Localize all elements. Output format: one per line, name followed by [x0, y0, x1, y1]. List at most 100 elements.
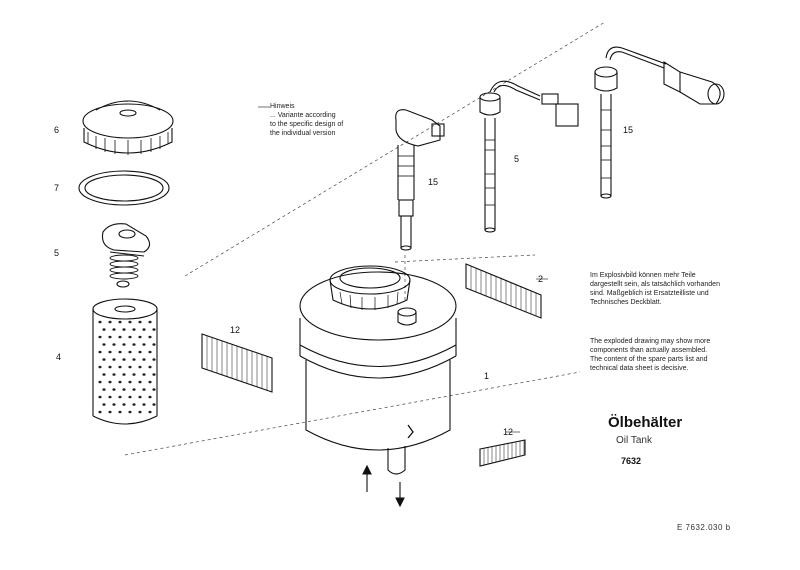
version-note: Hinweis ... Variante according to the sp…	[270, 103, 344, 137]
filter-hole	[138, 410, 142, 414]
filter-hole	[102, 328, 106, 331]
filter-hole	[118, 320, 122, 324]
filter-hole	[132, 373, 136, 376]
filter-hole	[128, 365, 132, 369]
filter-hole	[148, 395, 152, 399]
filter-hole	[142, 388, 146, 391]
filter-hole	[112, 358, 116, 361]
filter-hole	[138, 350, 142, 354]
filter-hole	[102, 373, 106, 376]
diagram-title: Ölbehälter	[608, 414, 683, 431]
filter-hole	[122, 343, 126, 346]
filter-hole	[98, 335, 102, 339]
note-german: Im Explosivbild können mehr Teile darges…	[590, 272, 720, 306]
sensor-part-5-middle	[479, 80, 579, 233]
filter-hole	[98, 410, 102, 414]
valve-spring-part-5	[101, 223, 151, 288]
filter-hole	[118, 410, 122, 414]
filter-hole	[102, 403, 106, 406]
filter-hole	[98, 320, 102, 324]
part-label-5: 5	[54, 248, 60, 258]
diagram-subtitle: Oil Tank	[616, 435, 652, 446]
part-label-4: 4	[56, 352, 62, 362]
filter-hole	[142, 358, 146, 361]
filter-hole	[148, 380, 152, 384]
filter-hole	[122, 388, 126, 391]
note-english: The exploded drawing may show more compo…	[590, 338, 711, 372]
filter-hole	[138, 335, 142, 339]
filter-hole	[152, 388, 156, 391]
seal-ring-part-7	[78, 170, 170, 206]
filter-hole	[138, 320, 142, 324]
cap-part-6	[82, 100, 174, 155]
filter-hole	[108, 350, 112, 354]
filter-hole	[128, 410, 132, 414]
filter-hole	[98, 395, 102, 399]
filter-hole	[102, 388, 106, 391]
image-reference: E 7632.030 b	[677, 523, 731, 532]
filter-hole	[128, 380, 132, 384]
filter-hole	[138, 380, 142, 384]
label-plate-bottom	[479, 439, 526, 467]
oil-tank-part-1	[299, 265, 457, 508]
filter-hole	[112, 343, 116, 346]
diagram-code: 7632	[621, 456, 642, 466]
filter-hole	[148, 350, 152, 354]
filter-hole	[132, 358, 136, 361]
filter-hole	[148, 365, 152, 369]
filter-hole	[128, 395, 132, 399]
filter-hole	[128, 320, 132, 324]
filter-hole	[98, 365, 102, 369]
part-label-6: 6	[54, 125, 60, 135]
leader-lines	[258, 106, 548, 433]
filter-hole	[112, 373, 116, 376]
filter-hole	[112, 403, 116, 406]
part-label-5-right: 5	[514, 154, 520, 164]
filter-hole	[132, 328, 136, 331]
filter-hole	[108, 320, 112, 324]
filter-hole	[112, 328, 116, 331]
level-sensor-part-15-left	[395, 109, 445, 251]
part-label-2: 2	[538, 274, 544, 284]
filter-hole	[142, 328, 146, 331]
filter-hole	[152, 373, 156, 376]
part-label-15-middle: 15	[428, 177, 439, 187]
filter-hole	[98, 350, 102, 354]
sensor-part-15-right	[594, 46, 725, 199]
filter-hole	[138, 395, 142, 399]
filter-hole	[132, 403, 136, 406]
filter-hole	[148, 320, 152, 324]
filter-hole	[108, 395, 112, 399]
filter-hole	[152, 328, 156, 331]
filter-hole	[138, 365, 142, 369]
filter-hole	[148, 410, 152, 414]
filter-hole	[152, 343, 156, 346]
label-plate-right	[465, 263, 542, 319]
filter-hole	[118, 350, 122, 354]
filter-hole	[128, 350, 132, 354]
filter-hole	[152, 403, 156, 406]
filter-hole	[102, 343, 106, 346]
filter-hole	[118, 335, 122, 339]
part-label-1: 1	[484, 371, 490, 381]
filter-hole	[122, 403, 126, 406]
filter-hole	[118, 365, 122, 369]
filter-hole	[108, 380, 112, 384]
filter-hole	[152, 358, 156, 361]
filter-hole	[122, 358, 126, 361]
filter-hole	[128, 335, 132, 339]
filter-hole	[108, 335, 112, 339]
filter-hole	[108, 410, 112, 414]
guide-lines	[124, 21, 606, 456]
filter-hole	[98, 380, 102, 384]
filter-hole	[108, 365, 112, 369]
part-label-12-bottom: 12	[503, 427, 514, 437]
filter-hole	[132, 388, 136, 391]
part-label-12-left: 12	[230, 325, 241, 335]
filter-hole	[118, 395, 122, 399]
filter-hole	[148, 335, 152, 339]
label-plate-left	[201, 333, 273, 393]
filter-hole	[142, 373, 146, 376]
